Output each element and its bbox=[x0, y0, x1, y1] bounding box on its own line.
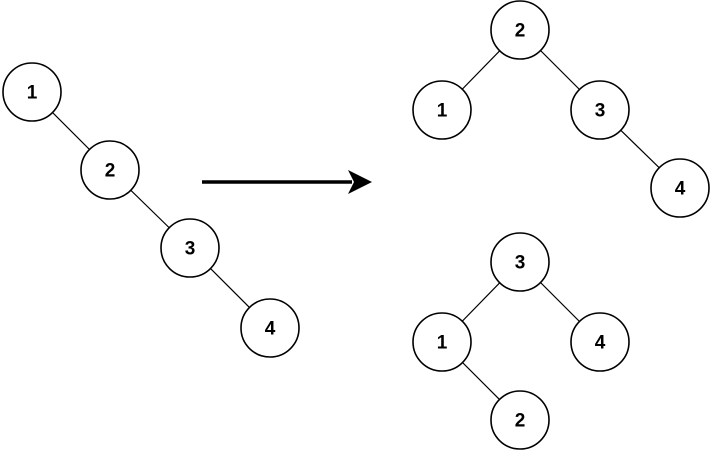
node-circle bbox=[2, 62, 62, 122]
node-circle bbox=[240, 298, 300, 358]
tree-node: 1 bbox=[412, 312, 472, 372]
tree-node: 3 bbox=[160, 218, 220, 278]
output-tree-1: 2 1 3 4 bbox=[412, 0, 710, 218]
tree-node: 1 bbox=[412, 80, 472, 140]
tree-node: 4 bbox=[650, 158, 710, 218]
node-label: 3 bbox=[185, 239, 196, 260]
tree-node: 3 bbox=[570, 80, 630, 140]
output-tree-1-edges bbox=[441, 29, 681, 189]
tree-node: 2 bbox=[80, 140, 140, 200]
tree-node: 2 bbox=[490, 390, 550, 450]
node-label: 2 bbox=[105, 161, 116, 182]
node-label: 1 bbox=[437, 333, 448, 354]
node-label: 4 bbox=[595, 333, 606, 354]
tree-node: 2 bbox=[490, 0, 550, 60]
node-circle bbox=[412, 312, 472, 372]
node-label: 3 bbox=[595, 101, 606, 122]
tree-node: 1 bbox=[2, 62, 62, 122]
node-label: 4 bbox=[265, 319, 276, 340]
node-circle bbox=[160, 218, 220, 278]
tree-node: 4 bbox=[570, 312, 630, 372]
nodes-layer: 1 2 3 4 2 1 3 4 3 1 4 2 bbox=[2, 0, 710, 450]
node-circle bbox=[412, 80, 472, 140]
node-label: 3 bbox=[515, 253, 526, 274]
node-circle bbox=[490, 390, 550, 450]
node-circle bbox=[490, 0, 550, 60]
node-circle bbox=[570, 312, 630, 372]
input-tree: 1 2 3 4 bbox=[2, 62, 300, 358]
node-label: 2 bbox=[515, 21, 526, 42]
input-tree-edges bbox=[31, 91, 271, 329]
node-label: 1 bbox=[437, 101, 448, 122]
node-label: 2 bbox=[515, 411, 526, 432]
node-circle bbox=[570, 80, 630, 140]
node-circle bbox=[490, 232, 550, 292]
node-label: 4 bbox=[675, 179, 686, 200]
arrow-head-icon bbox=[348, 170, 372, 194]
node-label: 1 bbox=[27, 83, 38, 104]
node-circle bbox=[80, 140, 140, 200]
tree-node: 4 bbox=[240, 298, 300, 358]
output-tree-2: 3 1 4 2 bbox=[412, 232, 630, 450]
transform-arrow bbox=[202, 170, 372, 194]
node-circle bbox=[650, 158, 710, 218]
tree-node: 3 bbox=[490, 232, 550, 292]
